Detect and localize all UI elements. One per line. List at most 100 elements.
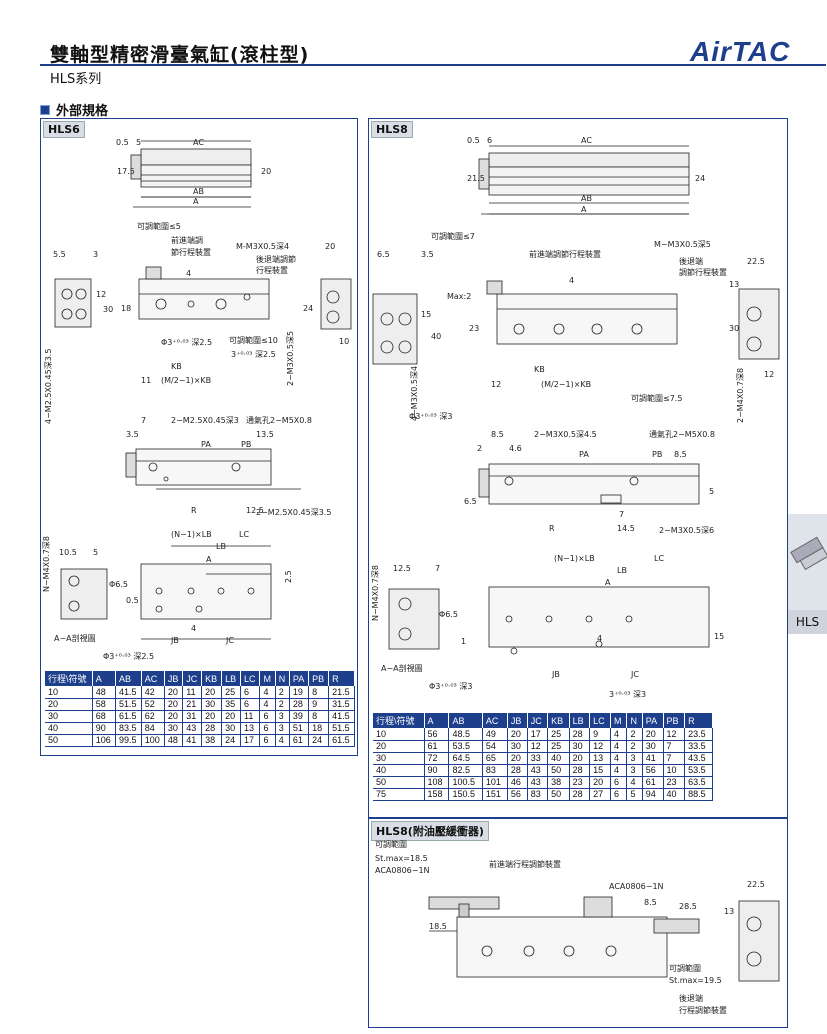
table-cell: 4	[626, 776, 643, 789]
table-header-cell: PA	[642, 713, 664, 728]
hls8b-dim-85: 8.5	[644, 898, 657, 907]
hls8-pb-label: PB	[652, 450, 662, 459]
hls8b-dim-13: 13	[724, 907, 734, 916]
table-header-cell: R	[328, 671, 355, 686]
table-cell: 88.5	[684, 788, 713, 801]
hls6-tag: HLS6	[43, 121, 85, 138]
hls8-nm-label: N−M4X0.7深8	[371, 565, 380, 621]
hls8-rear2-label: 調節行程裝置	[679, 267, 727, 277]
hls8-dim-30: 30	[729, 324, 739, 333]
hls8b-stmax-label: St.max=18.5	[375, 854, 428, 863]
table-cell: 10	[663, 764, 686, 777]
table-header-cell: N	[275, 671, 290, 686]
hls6-rear2-label: 行程裝置	[256, 265, 288, 275]
table-cell: 19	[289, 686, 310, 699]
hls6-dim-18: 18	[121, 304, 131, 313]
table-cell: 9	[308, 698, 330, 711]
table-cell: 90	[92, 722, 116, 735]
hls6-dim-125: 12.5	[246, 506, 264, 515]
table-cell: 68	[92, 710, 116, 723]
table-cell: 51.5	[115, 698, 142, 711]
table-cell: 18	[308, 722, 330, 735]
table-cell: 28	[289, 698, 310, 711]
table-cell: 72	[424, 752, 450, 765]
table-cell: 41.5	[115, 686, 142, 699]
table-cell: 13	[589, 752, 612, 765]
table-cell: 3	[626, 764, 643, 777]
table-header-cell: LB	[221, 671, 242, 686]
table-cell: 4	[259, 686, 276, 699]
hls8-dim-7: 7	[619, 510, 624, 519]
table-cell: 62	[141, 710, 165, 723]
hls8-a-label: A	[605, 578, 611, 587]
hls6-adj-label: 可調範圍≤5	[137, 221, 181, 231]
hls6-drawing: AC AB A 5 0.5 17.5 20 可調範圍≤5 前進端調 節行程裝置 …	[42, 138, 352, 661]
table-cell: 20	[221, 710, 242, 723]
series-subtitle: HLS系列	[50, 72, 102, 87]
table-cell: 108	[424, 776, 450, 789]
hls6-dim-4b: 4	[191, 624, 196, 633]
table-header-cell: AC	[482, 713, 508, 728]
hls8-dim-7b: 7	[435, 564, 440, 573]
hls6-dim-05: 0.5	[116, 138, 129, 147]
hls6-front2-label: 節行程裝置	[171, 247, 211, 257]
table-cell: 30	[569, 740, 591, 753]
hls8-pa-label: PA	[579, 450, 589, 459]
table-cell: 53.5	[684, 764, 713, 777]
table-cell: 6	[259, 734, 276, 747]
hls8-jc-label: JC	[630, 670, 639, 679]
hls6-m2-label: (M/2−1)×KB	[161, 376, 211, 385]
table-cell: 24	[221, 734, 242, 747]
section-heading: 外部規格	[40, 100, 108, 119]
hls8-nlb-label: (N−1)×LB	[554, 554, 595, 563]
table-cell: 30	[507, 740, 528, 753]
hls8-dim-225: 22.5	[747, 257, 765, 266]
table-cell: 17	[240, 734, 261, 747]
table-cell: 4	[610, 740, 628, 753]
hls6-dim-135: 13.5	[256, 430, 274, 439]
table-cell: 3	[626, 752, 643, 765]
table-cell: 40	[547, 752, 570, 765]
table-header-cell: LC	[589, 713, 612, 728]
table-cell: 48.5	[448, 728, 483, 741]
table-cell: 38	[547, 776, 570, 789]
table-cell: 46	[507, 776, 528, 789]
hls8-tag: HLS8	[371, 121, 413, 138]
table-header-cell: A	[92, 671, 116, 686]
table-cell: 84	[141, 722, 165, 735]
table-cell: 101	[482, 776, 508, 789]
hls8-dim-145: 14.5	[617, 524, 635, 533]
table-cell: 83	[482, 764, 508, 777]
table-cell: 3	[275, 710, 290, 723]
table-cell: 33	[527, 752, 549, 765]
table-cell: 8	[308, 686, 330, 699]
table-cell: 7	[663, 752, 686, 765]
hls8-dim-23: 23	[469, 324, 479, 333]
hls8b-stmax2-label: St.max=19.5	[669, 976, 722, 985]
table-cell: 35	[221, 698, 242, 711]
hls8b-aca-label: ACA0806−1N	[375, 866, 430, 875]
hls8b-dim-185: 18.5	[429, 922, 447, 931]
hls6-dim-3: 3	[93, 250, 98, 259]
hls6-aa-label: A−A剖視圖	[54, 633, 96, 643]
hls8b-dim-285: 28.5	[679, 902, 697, 911]
hls6-jc-label: JC	[225, 636, 234, 645]
hls8b-drawing: 可調範圍 St.max=18.5 ACA0806−1N 前進端行程調節裝置 AC…	[375, 839, 780, 1015]
table-cell: 82.5	[448, 764, 483, 777]
table-cell: 150.5	[448, 788, 483, 801]
hls8-aa-label: A−A剖視圖	[381, 663, 423, 673]
hls6-pb-label: PB	[241, 440, 251, 449]
hls6-lb-label: LB	[216, 542, 226, 551]
hls6-vent-label: 通氣孔2−M5X0.8	[246, 415, 312, 425]
hls6-phi2-label: 3⁺⁰·⁰³ 深2.5	[231, 350, 276, 359]
hls8-dim-65: 6.5	[377, 250, 390, 259]
hls6-lc-label: LC	[239, 530, 249, 539]
hls8-ac-label: AC	[581, 136, 592, 145]
table-cell: 11	[182, 686, 203, 699]
table-cell: 43.5	[684, 752, 713, 765]
table-cell: 61	[289, 734, 310, 747]
hls6-dim-05b: 0.5	[126, 596, 139, 605]
